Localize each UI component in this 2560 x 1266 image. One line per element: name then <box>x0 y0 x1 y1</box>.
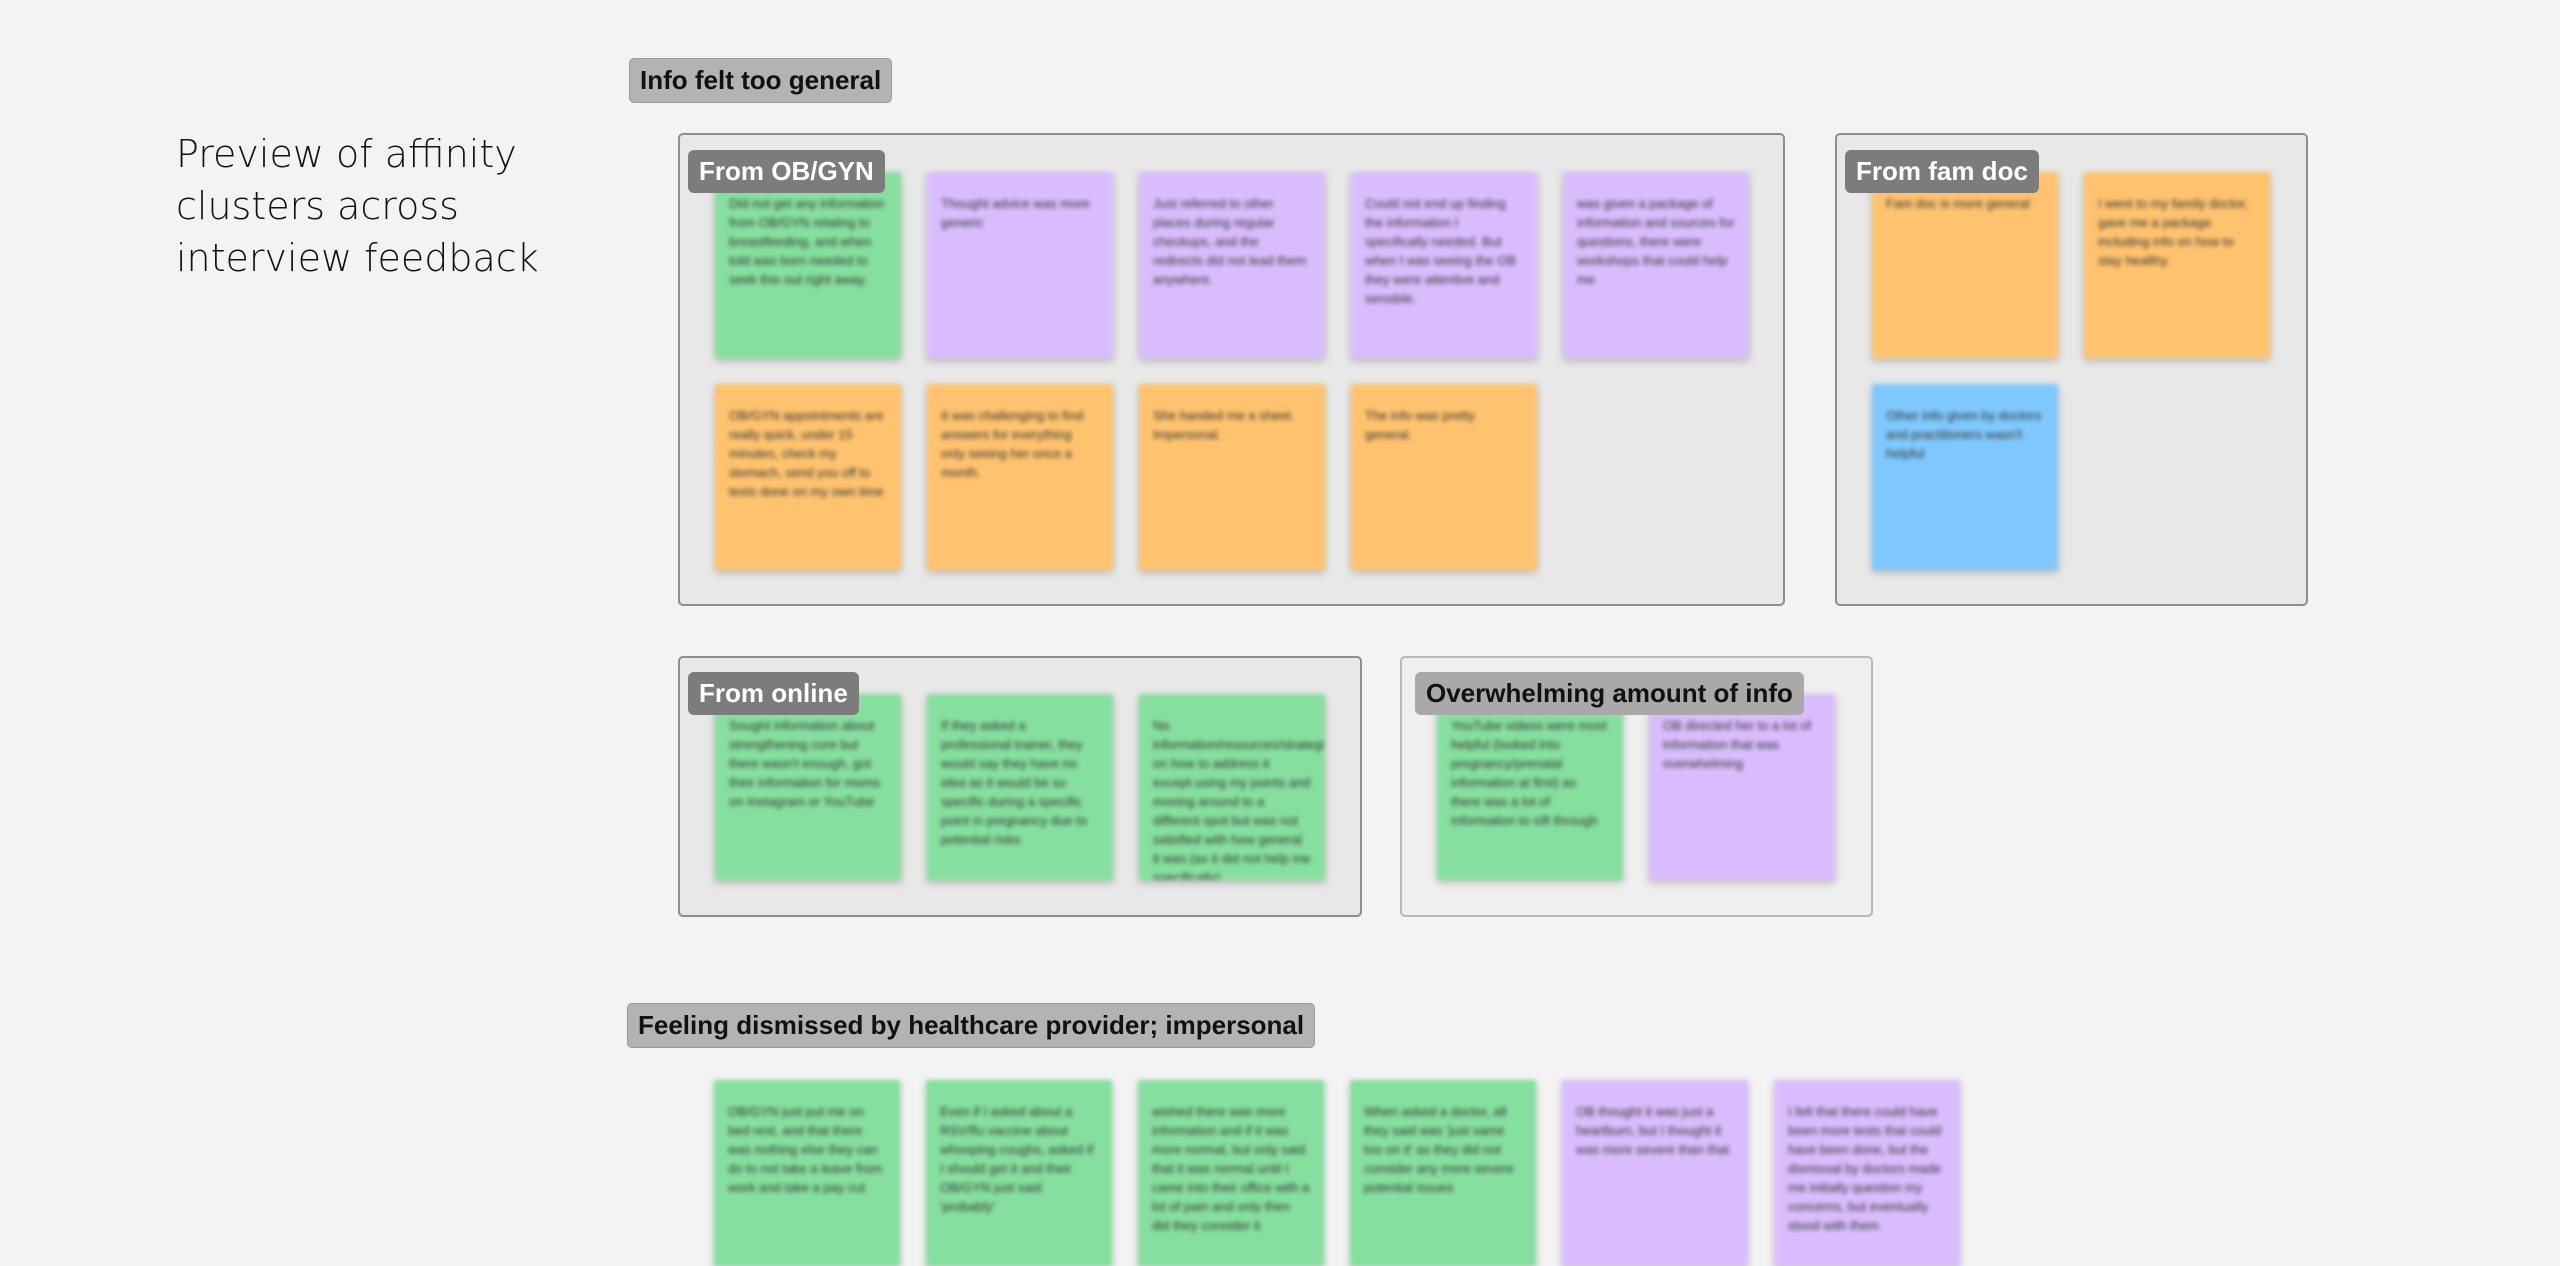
cluster-from-online[interactable]: From online Sought information about str… <box>678 656 1362 917</box>
sticky-note[interactable]: Fam doc is more general <box>1872 172 2058 358</box>
sticky-note[interactable]: YouTube videos were most helpful (looked… <box>1437 694 1623 880</box>
sticky-note[interactable]: It was challenging to find answers for e… <box>927 384 1113 570</box>
cluster-from-fam-doc[interactable]: From fam doc Fam doc is more general I w… <box>1835 133 2308 606</box>
cluster-label-fam-doc: From fam doc <box>1845 150 2039 193</box>
sticky-note[interactable]: The info was pretty general. <box>1351 384 1537 570</box>
section-label-info-too-general[interactable]: Info felt too general <box>629 58 893 103</box>
cluster-label-overwhelming: Overwhelming amount of info <box>1415 672 1804 715</box>
sticky-note[interactable]: Could not end up finding the information… <box>1351 172 1537 358</box>
sticky-note[interactable]: OB/GYN appointments are really quick, un… <box>715 384 901 570</box>
section-label-feeling-dismissed[interactable]: Feeling dismissed by healthcare provider… <box>627 1003 1316 1048</box>
sticky-note[interactable]: wished there was more information and if… <box>1138 1080 1324 1266</box>
sticky-note[interactable]: If they asked a professional trainer, th… <box>927 694 1113 880</box>
cluster-overwhelming-info[interactable]: Overwhelming amount of info YouTube vide… <box>1400 656 1873 917</box>
sticky-note[interactable]: OB thought it was just a heartburn, but … <box>1562 1080 1748 1266</box>
sticky-note[interactable]: No information/resources/strategies on h… <box>1139 694 1325 880</box>
sticky-note[interactable]: Sought information about strengthening c… <box>715 694 901 880</box>
cluster-from-obgyn[interactable]: From OB/GYN Did not get any information … <box>678 133 1785 606</box>
sticky-note[interactable]: was given a package of information and s… <box>1563 172 1749 358</box>
sticky-note[interactable]: She handed me a sheet. Impersonal. <box>1139 384 1325 570</box>
sticky-note[interactable]: Thought advice was more generic <box>927 172 1113 358</box>
sticky-note[interactable]: I went to my family doctor, gave me a pa… <box>2084 172 2270 358</box>
cluster-label-online: From online <box>688 672 859 715</box>
cluster-label-obgyn: From OB/GYN <box>688 150 885 193</box>
sticky-note[interactable]: Did not get any information from OB/GYN … <box>715 172 901 358</box>
sticky-note[interactable]: I felt that there could have been more t… <box>1774 1080 1960 1266</box>
sticky-note[interactable]: OB directed her to a lot of information … <box>1649 694 1835 880</box>
sticky-note[interactable]: When asked a doctor, all they said was '… <box>1350 1080 1536 1266</box>
sticky-note[interactable]: Just referred to other places during reg… <box>1139 172 1325 358</box>
sticky-note[interactable]: OB/GYN just put me on bed rest, and that… <box>714 1080 900 1266</box>
page-title: Preview of affinity clusters across inte… <box>176 132 539 280</box>
sticky-note[interactable]: Even if I asked about a RSV/flu vaccine … <box>926 1080 1112 1266</box>
sticky-note[interactable]: Other info given by doctors and practiti… <box>1872 384 2058 570</box>
